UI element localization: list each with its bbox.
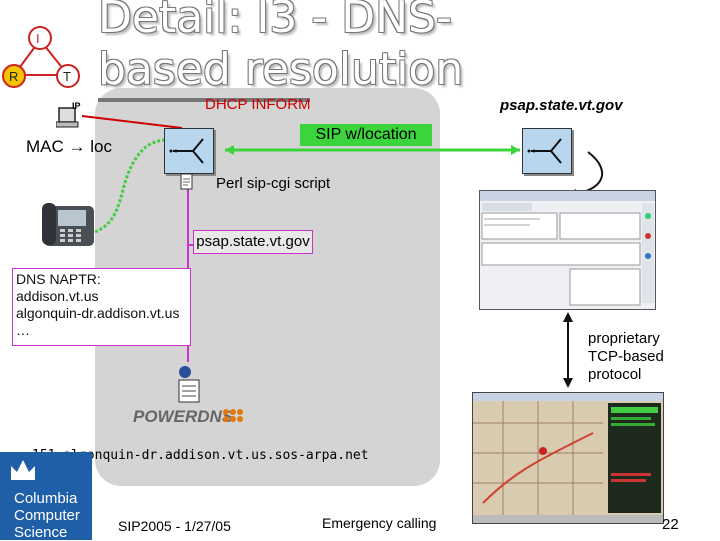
router-icon — [169, 138, 204, 164]
ip-client-icon: IP — [56, 101, 81, 128]
columbia-line: Columbia — [14, 490, 78, 507]
router-icon — [527, 138, 562, 164]
node-r-label: R — [9, 69, 18, 84]
psap-proxy-router — [522, 128, 572, 174]
sip-location-label: SIP w/location — [300, 124, 432, 146]
local-proxy-router — [164, 128, 214, 174]
dns-naptr-line: DNS NAPTR: — [16, 271, 101, 287]
powerdns-logo: POWERDNS — [133, 407, 234, 426]
proprietary-line: TCP-based — [588, 348, 664, 365]
node-r — [2, 64, 26, 88]
node-t — [56, 64, 80, 88]
dns-naptr-line: addison.vt.us — [16, 288, 99, 304]
proprietary-line: proprietary — [588, 330, 660, 347]
proprietary-line: protocol — [588, 366, 642, 383]
map-graphic — [473, 393, 663, 523]
title-underline — [98, 98, 310, 102]
dns-server-icon — [178, 366, 200, 403]
node-i — [28, 26, 52, 50]
page-number: 22 — [662, 516, 679, 533]
columbia-text: Columbia Computer Science — [14, 490, 80, 541]
columbia-line: Computer — [14, 507, 80, 524]
footer-conference: SIP2005 - 1/27/05 — [118, 518, 231, 534]
dns-naptr-line: algonquin-dr.addison.vt.us — [16, 305, 180, 321]
powerdns-logo-mark — [223, 409, 243, 422]
columbia-logo: Columbia Computer Science — [0, 452, 92, 541]
node-t-label: T — [63, 69, 71, 84]
map-screenshot — [472, 392, 664, 524]
node-i-label: I — [36, 31, 40, 46]
page-title: Detail: I3 - DNS-based resolution — [98, 0, 464, 95]
columbia-line: Science — [14, 524, 68, 541]
footer-topic: Emergency calling — [322, 515, 437, 531]
ip-phone-icon — [42, 203, 94, 246]
dns-naptr-line: … — [16, 322, 30, 338]
script-file-icon — [180, 173, 193, 190]
dhcp-inform-label: DHCP INFORM — [205, 96, 311, 113]
psap-console-screenshot — [479, 190, 656, 310]
psap-result-label: psap.state.vt.gov — [193, 230, 313, 254]
crown-icon — [11, 460, 35, 480]
sos-arpa-url: 151.algonquin-dr.addison.vt.us.sos-arpa.… — [32, 448, 369, 463]
dns-naptr-box: DNS NAPTR: addison.vt.us algonquin-dr.ad… — [12, 268, 191, 346]
ip-label: IP — [72, 101, 81, 111]
irt-logo: I R T — [2, 26, 80, 88]
dhcp-line — [81, 115, 183, 129]
phone-cable — [94, 138, 165, 234]
proprietary-protocol-label: proprietary TCP-based protocol — [588, 330, 664, 384]
perl-script-label: Perl sip-cgi script — [216, 175, 331, 192]
mac-loc-label: MAC → loc — [26, 137, 112, 156]
psap-top-label: psap.state.vt.gov — [500, 97, 623, 114]
console-window-graphic — [480, 191, 655, 306]
